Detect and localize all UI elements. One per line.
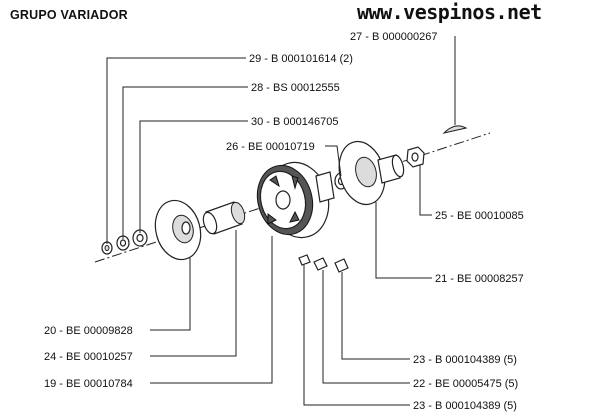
leader-24 [150, 230, 237, 357]
callout-21: 21 - BE 00008257 [435, 273, 524, 285]
callout-26: 26 - BE 00010719 [226, 141, 315, 153]
part-23-roller-a [298, 254, 311, 266]
site-watermark: www.vespinos.net [357, 0, 542, 24]
callout-19: 19 - BE 00010784 [44, 378, 133, 390]
leader-26 [325, 145, 342, 177]
callout-28: 28 - BS 00012555 [251, 82, 340, 94]
leader-19 [150, 236, 273, 384]
callout-24: 24 - BE 00010257 [44, 351, 133, 363]
leader-23b [303, 265, 410, 406]
callout-20: 20 - BE 00009828 [44, 325, 133, 337]
callout-25: 25 - BE 00010085 [435, 210, 524, 222]
part-27-key [442, 125, 468, 134]
callout-22: 22 - BE 00005475 (5) [413, 378, 518, 390]
callout-23-lower: 23 - B 000104389 (5) [413, 400, 517, 412]
leader-28 [122, 86, 248, 239]
part-21-pulley [338, 140, 405, 206]
part-30-nut [132, 229, 148, 247]
leader-21 [375, 202, 432, 279]
leader-29 [106, 57, 246, 244]
callout-27: 27 - B 000000267 [350, 31, 437, 43]
leader-20 [150, 258, 191, 331]
leader-23a [341, 272, 410, 360]
callout-30: 30 - B 000146705 [251, 116, 338, 128]
part-29-washer [101, 241, 113, 255]
callout-29: 29 - B 000101614 (2) [249, 53, 353, 65]
part-22-slider [313, 257, 328, 271]
leader-25 [419, 165, 432, 216]
callout-23-upper: 23 - B 000104389 (5) [413, 354, 517, 366]
leader-22 [322, 270, 410, 384]
part-25-nut [406, 146, 425, 168]
leader-30 [139, 120, 248, 233]
part-24-bushing [202, 201, 246, 235]
part-19-variator-body [256, 161, 335, 239]
part-23-roller-b [334, 258, 349, 273]
diagram-title: GRUPO VARIADOR [10, 8, 128, 22]
part-20-pulley-half [154, 199, 202, 261]
